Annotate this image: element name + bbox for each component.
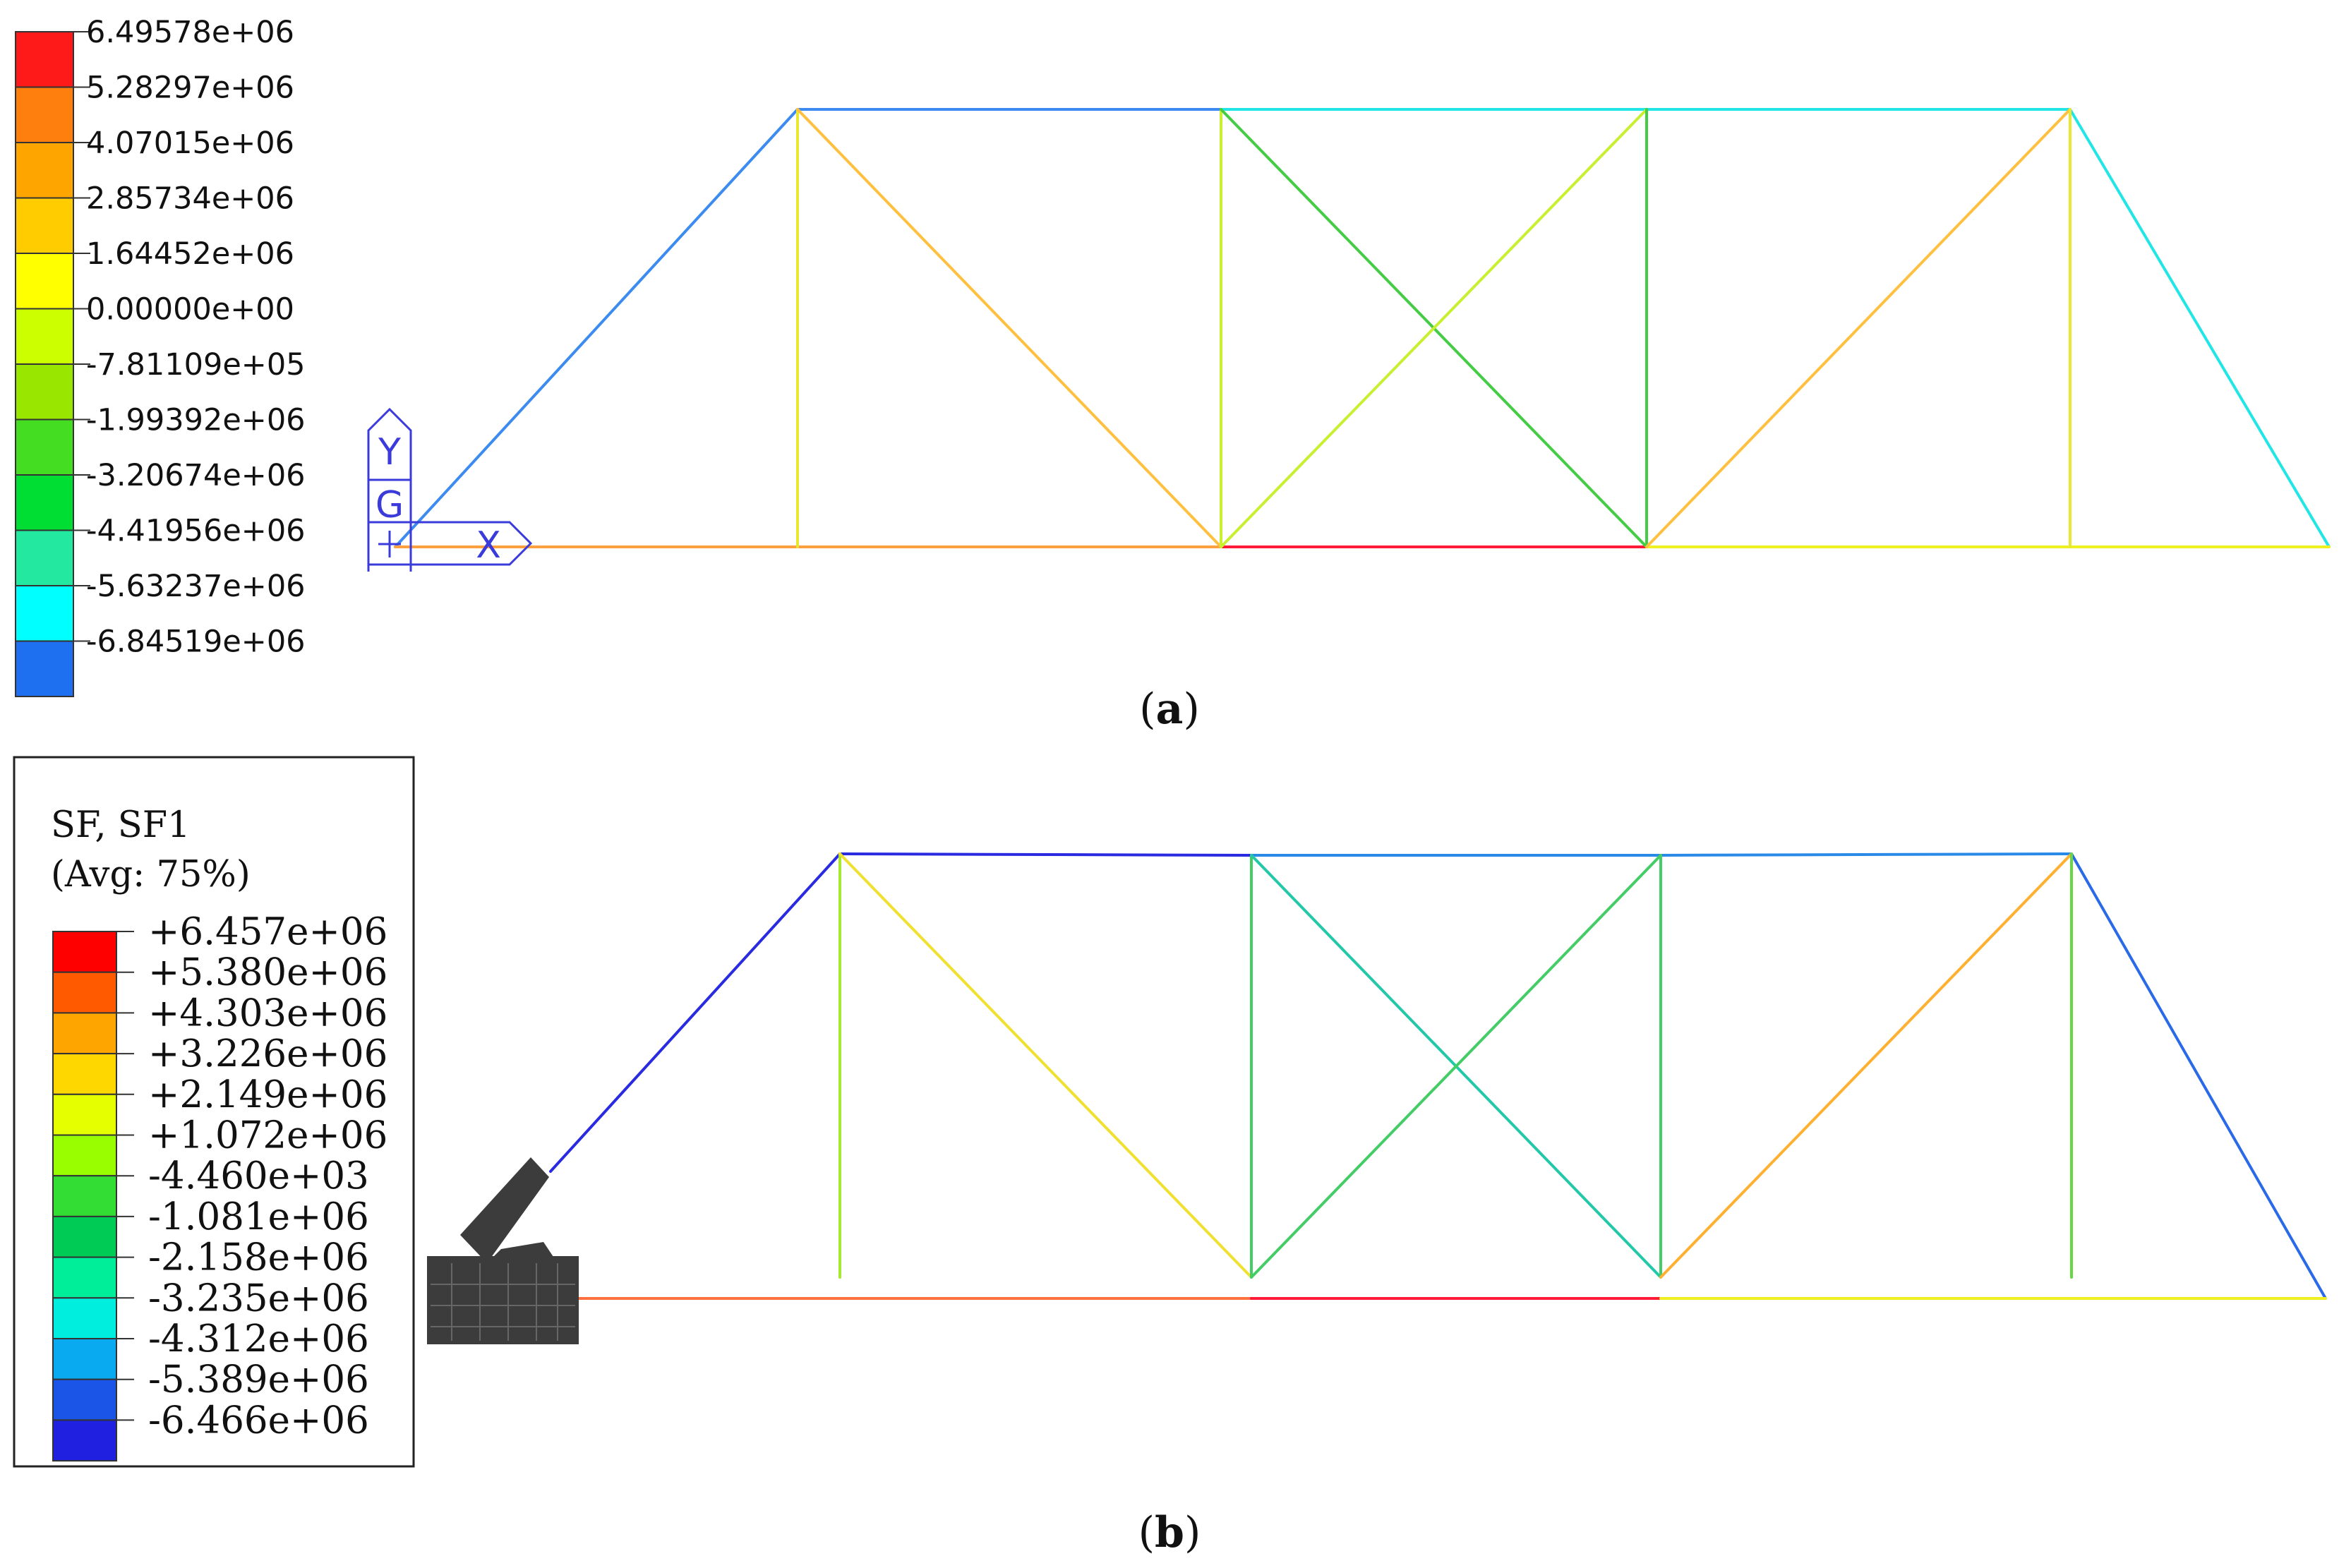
legend-b-label-9: -3.235e+06 xyxy=(148,1277,369,1320)
truss-a-member-13 xyxy=(1220,108,1648,548)
truss-a xyxy=(394,108,2331,548)
legend-a-swatch-0 xyxy=(15,31,74,88)
legend-a-swatch-7 xyxy=(15,418,74,476)
y-axis-arrow xyxy=(367,407,412,572)
coordinate-triad: Y G X xyxy=(367,407,533,572)
truss-b-member-3 xyxy=(1659,852,2073,857)
truss-b-member-9 xyxy=(838,852,1253,1279)
legend-b-swatch-1 xyxy=(52,971,117,1014)
caption-b-open: ( xyxy=(1138,1508,1155,1557)
legend-a-swatch-2 xyxy=(15,142,74,199)
truss-b-member-14 xyxy=(1659,852,2073,1279)
legend-b-label-0: +6.457e+06 xyxy=(148,910,387,953)
legend-b-swatch-3 xyxy=(52,1053,117,1095)
legend-b: +6.457e+06+5.380e+06+4.303e+06+3.226e+06… xyxy=(52,910,387,1462)
panel-b: SF, SF1 (Avg: 75%) +6.457e+06+5.380e+06+… xyxy=(13,756,2327,1557)
legend-a-label-2: 4.07015e+06 xyxy=(86,126,294,161)
legend-a-swatch-4 xyxy=(15,253,74,310)
legend-a-label-8: -3.20674e+06 xyxy=(86,458,306,493)
legend-a-swatch-5 xyxy=(15,308,74,365)
legend-b-label-1: +5.380e+06 xyxy=(148,951,387,994)
legend-b-swatch-11 xyxy=(52,1378,117,1421)
legend-b-label-11: -5.389e+06 xyxy=(148,1358,369,1401)
caption-a-close: ) xyxy=(1183,685,1199,734)
triad-y-label: Y xyxy=(378,431,401,474)
legend-b-subtitle: (Avg: 75%) xyxy=(51,854,251,895)
truss-a-member-15 xyxy=(1645,108,2072,548)
caption-a-letter: a xyxy=(1156,685,1184,734)
legend-b-swatch-10 xyxy=(52,1338,117,1380)
legend-b-title: SF, SF1 xyxy=(51,804,191,846)
legend-b-label-3: +3.226e+06 xyxy=(148,1032,387,1075)
legend-b-swatch-5 xyxy=(52,1134,117,1177)
legend-a-swatch-9 xyxy=(15,529,74,586)
truss-a-member-10 xyxy=(796,108,1222,548)
legend-b-label-2: +4.303e+06 xyxy=(148,991,387,1035)
triad-origin-cross xyxy=(378,531,401,557)
panel-a: 6.49578e+06 5.28297e+06 4.07015e+06 2.85734… xyxy=(15,15,2331,734)
support-mesh xyxy=(431,1263,575,1341)
legend-a-label-10: -5.63237e+06 xyxy=(86,569,306,604)
truss-b-member-12 xyxy=(1250,854,1662,1279)
legend-b-swatch-2 xyxy=(52,1012,117,1055)
legend-a-swatch-10 xyxy=(15,585,74,642)
truss-b xyxy=(549,852,2327,1300)
legend-a-swatch-6 xyxy=(15,363,74,421)
support-block xyxy=(427,1157,579,1344)
caption-a: (a) xyxy=(1139,685,1200,734)
caption-b-close: ) xyxy=(1184,1508,1201,1557)
legend-b-label-7: -1.081e+06 xyxy=(148,1195,369,1238)
truss-b-member-1 xyxy=(838,852,1253,857)
legend-a-swatch-1 xyxy=(15,86,74,143)
legend-a-label-1: 5.28297e+06 xyxy=(86,71,294,106)
legend-b-label-10: -4.312e+06 xyxy=(148,1317,369,1361)
caption-a-open: ( xyxy=(1139,685,1155,734)
legend-b-swatch-6 xyxy=(52,1175,117,1217)
legend-b-label-5: +1.072e+06 xyxy=(148,1114,387,1157)
legend-a-swatch-8 xyxy=(15,474,74,531)
legend-a-label-4: 1.64452e+06 xyxy=(86,236,294,272)
legend-b-swatch-4 xyxy=(52,1093,117,1136)
legend-a-label-5: 0.00000e+00 xyxy=(86,292,294,327)
legend-a-label-6: -7.81109e+05 xyxy=(86,347,306,382)
triad-g-label: G xyxy=(375,484,404,526)
truss-b-member-0 xyxy=(549,852,841,1173)
legend-b-swatch-12 xyxy=(52,1419,117,1462)
legend-b-label-6: -4.460e+03 xyxy=(148,1154,369,1198)
legend-b-label-4: +2.149e+06 xyxy=(148,1073,387,1116)
support-arm xyxy=(460,1157,549,1263)
legend-b-swatch-7 xyxy=(52,1215,117,1258)
caption-b-letter: b xyxy=(1155,1508,1184,1557)
caption-b: (b) xyxy=(1138,1508,1201,1557)
support-body xyxy=(427,1256,579,1344)
triad-x-label: X xyxy=(476,524,501,567)
legend-a-swatch-11 xyxy=(15,640,74,697)
legend-a-swatch-3 xyxy=(15,197,74,254)
legend-a-label-9: -4.41956e+06 xyxy=(86,514,306,549)
legend-b-swatch-9 xyxy=(52,1297,117,1340)
truss-a-member-4 xyxy=(2069,108,2331,548)
legend-b-swatch-8 xyxy=(52,1256,117,1299)
legend-b-swatch-0 xyxy=(52,931,117,973)
legend-b-label-12: -6.466e+06 xyxy=(148,1399,369,1442)
legend-a-label-0: 6.49578e+06 xyxy=(86,15,294,50)
legend-a: 6.49578e+06 5.28297e+06 4.07015e+06 2.85734… xyxy=(15,15,306,697)
truss-b-member-4 xyxy=(2070,852,2327,1300)
x-axis-arrow xyxy=(367,521,533,566)
legend-a-label-3: 2.85734e+06 xyxy=(86,181,294,217)
legend-a-label-11: -6.84519e+06 xyxy=(86,625,306,660)
legend-b-label-8: -2.158e+06 xyxy=(148,1236,369,1279)
legend-a-label-7: -1.99392e+06 xyxy=(86,403,306,438)
truss-a-member-0 xyxy=(394,108,799,548)
